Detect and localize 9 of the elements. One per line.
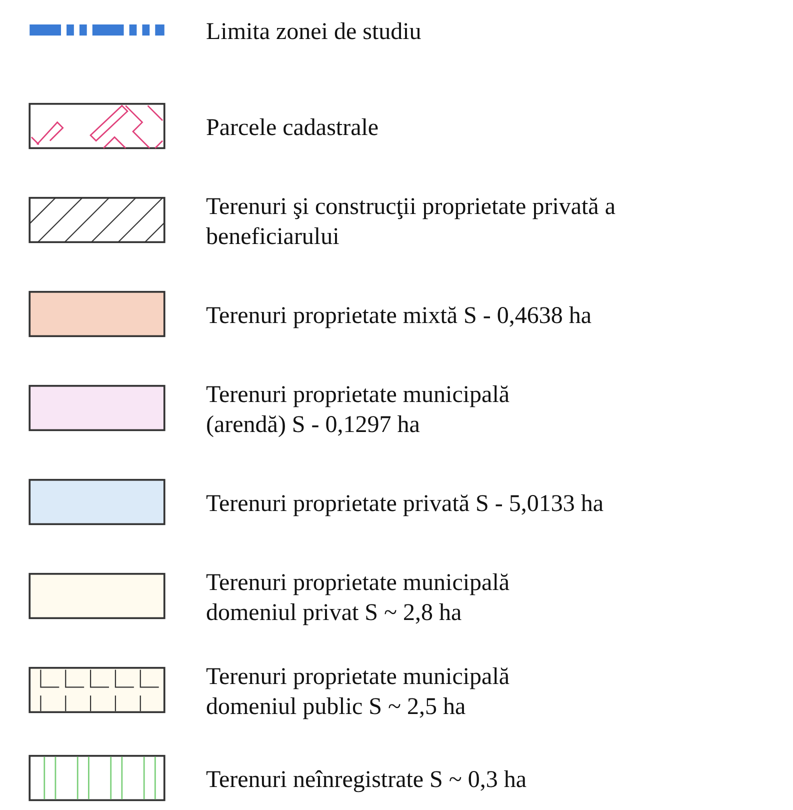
legend-text: Terenuri proprietate municipală domeniul privat S ~ 2,8 ha bbox=[206, 569, 511, 628]
legend-text: Terenuri proprietate municipală domeniul public S ~ 2,5 ha bbox=[206, 663, 511, 722]
legend-text: Terenuri şi construcţii proprietate privată a beneficiarului bbox=[206, 193, 616, 252]
legend-text: Terenuri proprietate privată S - 5,0133 ha bbox=[206, 490, 605, 519]
legend-text: Terenuri neînregistrate S ~ 0,3 ha bbox=[206, 766, 528, 795]
legend-text: Terenuri proprietate municipală (arendă) S - 0,1297 ha bbox=[206, 381, 511, 440]
legend-text: Limita zonei de studiu bbox=[206, 18, 422, 47]
legend-text: Terenuri proprietate mixtă S - 0,4638 ha bbox=[206, 302, 593, 331]
legend-text: Parcele cadastrale bbox=[206, 114, 380, 143]
